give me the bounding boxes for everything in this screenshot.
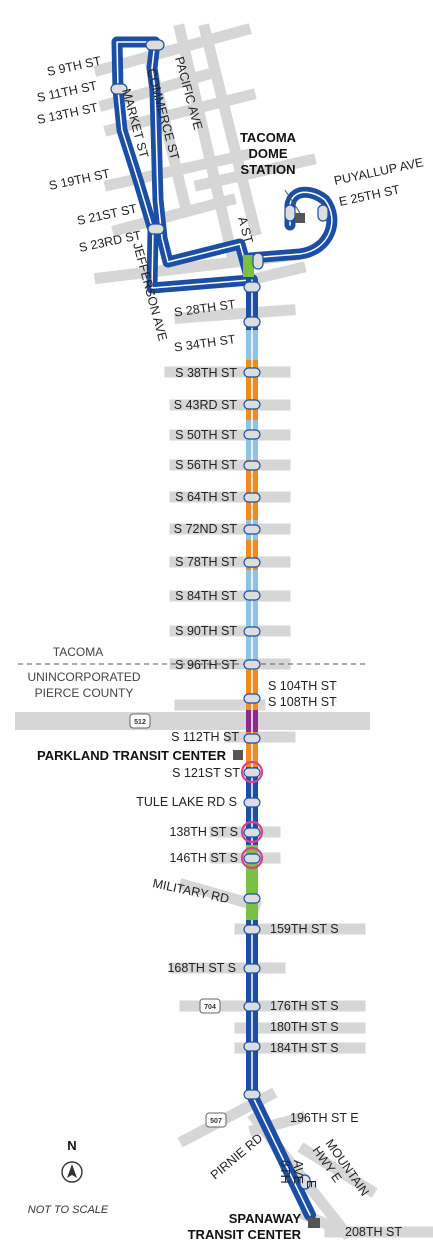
label-e25: E 25TH ST xyxy=(338,182,402,209)
label-8th-1: 8TH xyxy=(278,1160,292,1184)
tacoma-dome-station-icon xyxy=(295,213,305,223)
highway-shield-512: 512 xyxy=(129,713,151,729)
north-label: N xyxy=(67,1138,76,1153)
svg-text:507: 507 xyxy=(210,1118,222,1125)
svg-text:512: 512 xyxy=(134,719,146,726)
highway-shield-507: 507 xyxy=(205,1112,227,1128)
label-spanaway-1: SPANAWAY xyxy=(229,1211,302,1226)
label-s72: S 72ND ST xyxy=(174,522,238,536)
area-labels: TACOMA UNINCORPORATED PIERCE COUNTY xyxy=(27,645,140,700)
label-s104: S 104TH ST xyxy=(268,679,337,693)
label-s121: S 121ST ST xyxy=(172,766,240,780)
label-s138: 138TH ST S xyxy=(169,825,238,839)
label-pirnie: PIRNIE RD xyxy=(208,1131,265,1182)
label-s78: S 78TH ST xyxy=(175,555,237,569)
corridor-labels-right: S 104TH ST S 108TH ST 159TH ST S 176TH S… xyxy=(268,679,402,1239)
svg-text:704: 704 xyxy=(204,1004,216,1011)
label-spanaway-2: TRANSIT CENTER xyxy=(188,1227,302,1242)
label-s50: S 50TH ST xyxy=(175,428,237,442)
label-s9: S 9TH ST xyxy=(46,54,103,79)
parkland-transit-center-icon xyxy=(233,750,243,760)
highway-shield-704: 704 xyxy=(199,998,221,1014)
label-unincorporated-1: UNINCORPORATED xyxy=(27,670,140,684)
label-s180: 180TH ST S xyxy=(270,1020,339,1034)
label-military: MILITARY RD xyxy=(151,876,230,906)
label-unincorporated-2: PIERCE COUNTY xyxy=(35,686,134,700)
highway-512 xyxy=(15,712,370,730)
label-8th-2: AVE xyxy=(291,1160,305,1184)
transfer-rings xyxy=(240,760,264,870)
label-dome-2: DOME xyxy=(249,146,288,161)
label-s56: S 56TH ST xyxy=(175,458,237,472)
stops xyxy=(110,39,329,1190)
label-dome-3: STATION xyxy=(240,162,295,177)
label-s159: 159TH ST S xyxy=(270,922,339,936)
label-s34: S 34TH ST xyxy=(173,332,237,355)
label-s96: S 96TH ST xyxy=(175,658,237,672)
label-parkland: PARKLAND TRANSIT CENTER xyxy=(37,748,227,763)
north-arrow: N NOT TO SCALE xyxy=(28,1138,109,1216)
label-8th-3: E xyxy=(304,1180,318,1188)
label-s112: S 112TH ST xyxy=(171,730,239,744)
label-s108: S 108TH ST xyxy=(268,695,337,709)
label-dome-1: TACOMA xyxy=(240,130,297,145)
label-e196: 196TH ST E xyxy=(290,1111,359,1125)
label-tacoma-area: TACOMA xyxy=(53,645,103,659)
label-puyallup: PUYALLUP AVE xyxy=(333,155,425,188)
label-s38: S 38TH ST xyxy=(175,366,237,380)
label-tule: TULE LAKE RD S xyxy=(136,795,237,809)
label-s176: 176TH ST S xyxy=(270,999,339,1013)
label-s184: 184TH ST S xyxy=(270,1041,339,1055)
label-a-st: A ST xyxy=(235,215,256,245)
corridor-labels-left: S 28TH ST S 34TH ST S 38TH ST S 43RD ST … xyxy=(37,297,302,1242)
label-s90: S 90TH ST xyxy=(175,624,237,638)
label-s19: S 19TH ST xyxy=(48,166,112,193)
label-s146: 146TH ST S xyxy=(169,851,238,865)
label-s84: S 84TH ST xyxy=(175,589,237,603)
label-s208: 208TH ST xyxy=(345,1225,402,1239)
label-s13: S 13TH ST xyxy=(36,100,100,127)
not-to-scale-label: NOT TO SCALE xyxy=(28,1204,109,1216)
spanaway-transit-center-icon xyxy=(308,1218,320,1228)
label-s168: 168TH ST S xyxy=(167,961,236,975)
label-s64: S 64TH ST xyxy=(175,490,237,504)
label-s43: S 43RD ST xyxy=(174,398,238,412)
